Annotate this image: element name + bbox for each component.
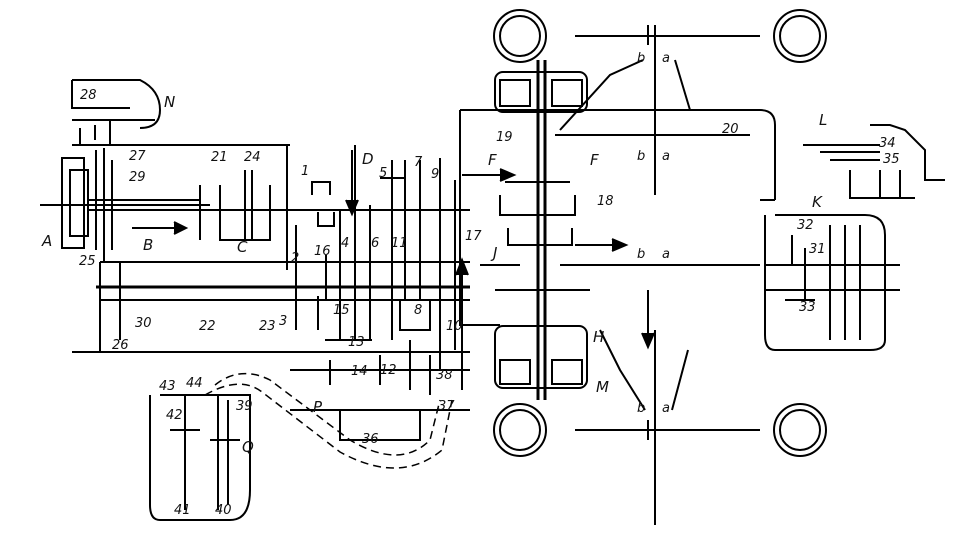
label-b: B (143, 236, 153, 254)
num-39: 39 (236, 399, 253, 414)
num-23: 23 (259, 319, 276, 334)
label-h: H (593, 328, 604, 346)
num-35: 35 (883, 152, 900, 167)
num-3: 3 (279, 314, 287, 329)
unit-k (764, 214, 900, 351)
label-a: A (41, 232, 52, 250)
num-18: 18 (597, 194, 614, 209)
num-34: 34 (879, 136, 896, 151)
label-q: Q (242, 438, 254, 456)
num-5: 5 (379, 166, 387, 181)
mark-b-low: b (637, 247, 645, 262)
transfer-case-housing (459, 60, 776, 400)
num-31: 31 (809, 242, 826, 257)
num-6: 6 (371, 236, 379, 251)
label-j: J (490, 244, 497, 262)
unit-labels: A B C D F F H J K L M N P Q (41, 93, 827, 456)
num-32: 32 (797, 218, 814, 233)
num-8: 8 (414, 303, 422, 318)
mark-b-bot: b (637, 401, 645, 416)
label-p: P (313, 398, 323, 416)
input-clutch-unit (40, 148, 210, 262)
num-27: 27 (129, 149, 146, 164)
mark-b-mid: b (637, 149, 645, 164)
num-24: 24 (244, 150, 261, 165)
dashed-connection (204, 372, 453, 469)
num-36: 36 (362, 432, 379, 447)
num-11: 11 (391, 236, 408, 251)
axle-marks: b a b a b a b a (637, 51, 670, 416)
num-37: 37 (438, 399, 455, 414)
gearbox-gears (199, 145, 456, 395)
num-9: 9 (431, 167, 439, 182)
num-1: 1 (301, 164, 309, 179)
label-f2: F (590, 151, 599, 169)
mark-a-mid: a (662, 149, 670, 164)
num-13: 13 (348, 335, 365, 350)
label-n: N (164, 93, 175, 111)
num-41: 41 (174, 503, 191, 518)
num-15: 15 (333, 303, 350, 318)
num-44: 44 (186, 376, 203, 391)
unit-n-pump (71, 79, 290, 146)
num-14: 14 (351, 364, 368, 379)
mark-a-bot: a (662, 401, 670, 416)
num-7: 7 (414, 155, 423, 170)
num-40: 40 (215, 503, 232, 518)
mark-a-low: a (662, 247, 670, 262)
num-20: 20 (722, 122, 739, 137)
num-29: 29 (129, 170, 146, 185)
unit-l (803, 124, 945, 199)
label-k: K (812, 193, 823, 211)
units-p-q (149, 394, 470, 521)
num-25: 25 (79, 254, 96, 269)
num-12: 12 (380, 363, 397, 378)
num-16: 16 (314, 244, 331, 259)
part-numbers: 1 2 3 4 5 6 7 8 9 10 11 12 13 14 15 16 1… (79, 88, 900, 518)
num-19: 19 (496, 130, 513, 145)
num-33: 33 (799, 300, 816, 315)
num-38: 38 (436, 368, 453, 383)
num-22: 22 (199, 319, 216, 334)
num-30: 30 (135, 316, 152, 331)
num-28: 28 (80, 88, 97, 103)
label-d: D (362, 150, 374, 168)
label-c: C (237, 238, 248, 256)
num-10: 10 (446, 319, 463, 334)
axles-and-wheels (493, 9, 827, 525)
label-l: L (819, 111, 827, 129)
mark-a-top: a (662, 51, 670, 66)
num-43: 43 (159, 379, 176, 394)
label-f1: F (488, 151, 497, 169)
label-m: M (596, 378, 609, 396)
num-42: 42 (166, 408, 183, 423)
num-26: 26 (112, 338, 129, 353)
num-17: 17 (465, 229, 482, 244)
num-21: 21 (211, 150, 228, 165)
mark-b-top: b (637, 51, 645, 66)
num-4: 4 (341, 236, 349, 251)
num-2: 2 (291, 251, 299, 266)
